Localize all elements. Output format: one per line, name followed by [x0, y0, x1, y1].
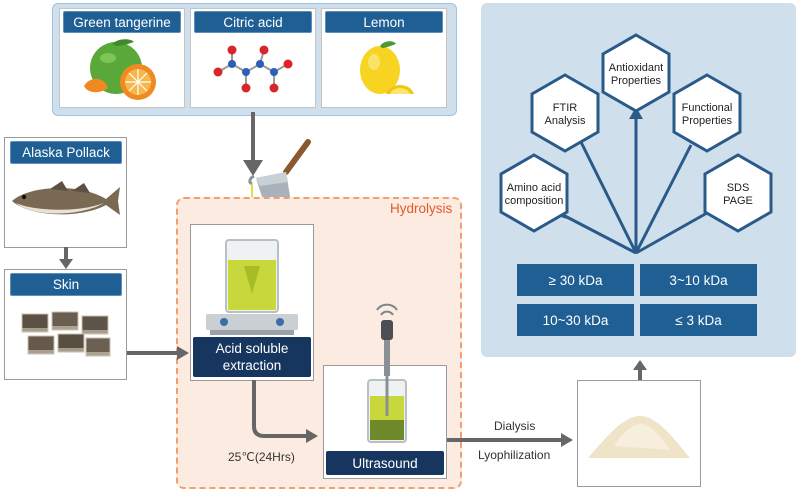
arrow-extraction-to-ultrasound	[252, 380, 318, 443]
beaker-stirrer-image	[206, 239, 298, 335]
hex-antioxidant-properties: Antioxidant Properties	[603, 52, 669, 98]
ftir-line2: Analysis	[544, 115, 586, 127]
citric-acid-molecule-icon	[213, 45, 293, 93]
pollack-fish-image	[12, 181, 120, 215]
fraction-ge-30kda: ≥ 30 kDa	[517, 264, 634, 296]
analysis-arrows	[499, 33, 773, 255]
hydrolysis-condition: 25℃(24Hrs)	[228, 450, 295, 464]
arrow-ultrasound-to-powder	[447, 433, 573, 447]
sds-line2: PAGE	[723, 195, 753, 207]
skin-label: Skin	[10, 273, 122, 296]
antiox-line2: Properties	[610, 75, 662, 87]
hex-amino-acid-composition: Amino acid composition	[501, 172, 567, 218]
acid-extraction-label: Acid soluble extraction	[193, 337, 311, 377]
green-tangerine-label: Green tangerine	[63, 11, 181, 33]
lyophilization-label: Lyophilization	[478, 448, 551, 462]
lemon-image	[360, 41, 414, 94]
alaska-pollack-label: Alaska Pollack	[10, 141, 122, 164]
dialysis-label: Dialysis	[494, 419, 536, 433]
hex-functional-properties: Functional Properties	[674, 92, 740, 138]
hex-sds-page: SDS PAGE	[705, 172, 771, 218]
acid-extraction-line2: extraction	[222, 358, 282, 373]
arrow-powder-to-analysis	[633, 360, 647, 380]
fraction-10-30kda: 10~30 kDa	[517, 304, 634, 336]
arrow-sources-to-extraction	[243, 112, 263, 176]
citric-acid-label: Citric acid	[194, 11, 312, 33]
lemon-label: Lemon	[325, 11, 443, 33]
fraction-3-10kda: 3~10 kDa	[640, 264, 757, 296]
amino-line1: Amino acid	[506, 182, 562, 194]
fraction-le-3kda: ≤ 3 kDa	[640, 304, 757, 336]
fish-skin-image	[21, 311, 111, 357]
acid-extraction-line1: Acid soluble	[215, 341, 289, 356]
ultrasound-label: Ultrasound	[326, 451, 444, 475]
arrow-skin-to-extraction	[127, 346, 189, 360]
hex-ftir-analysis: FTIR Analysis	[532, 92, 598, 138]
hydrolysis-label: Hydrolysis	[390, 201, 453, 216]
green-tangerine-image	[84, 39, 156, 100]
arrow-pollack-to-skin	[59, 247, 73, 269]
collagen-powder-image	[588, 415, 690, 458]
func-line1: Functional	[681, 102, 733, 114]
amino-line2: composition	[504, 195, 564, 207]
ftir-line1: FTIR	[552, 102, 578, 114]
ultrasound-probe-image	[367, 303, 407, 443]
sds-line1: SDS	[726, 182, 750, 194]
antiox-line1: Antioxidant	[608, 62, 664, 74]
func-line2: Properties	[681, 115, 733, 127]
